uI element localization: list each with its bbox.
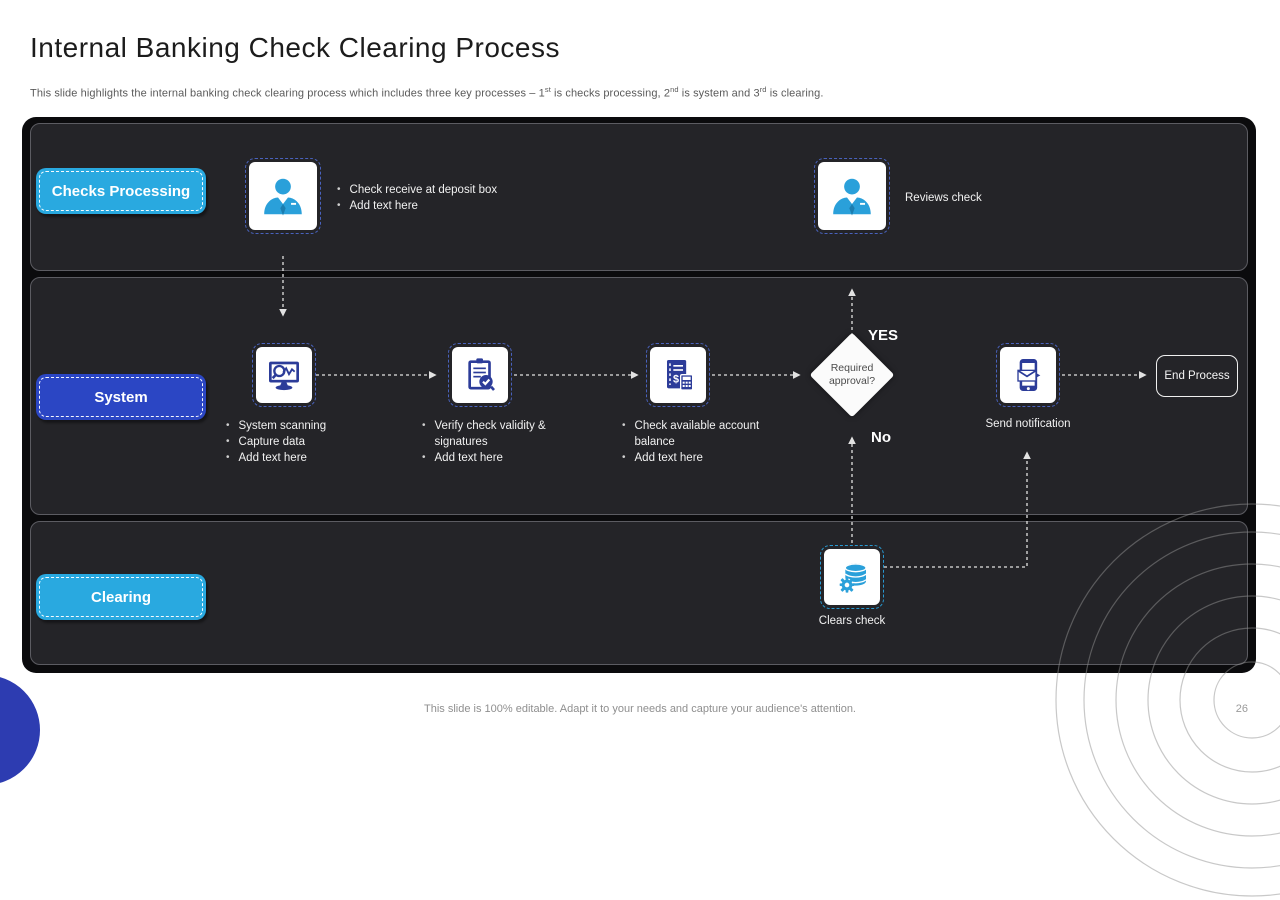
verify-node (448, 343, 512, 407)
bullet-item: Add text here (337, 198, 547, 214)
review-label: Reviews check (905, 192, 982, 204)
footer-note: This slide is 100% editable. Adapt it to… (424, 703, 856, 715)
bullet-item: Add text here (226, 450, 366, 466)
notification-label: Send notification (985, 418, 1071, 430)
ordinal-suffix: st (544, 85, 551, 94)
bullet-item: Verify check validity & signatures (422, 418, 577, 450)
lane-button-label: Clearing (90, 588, 151, 606)
ordinal-suffix: rd (759, 85, 767, 94)
subtitle-text: This slide highlights the internal banki… (30, 87, 545, 100)
bullet-item: Check available account balance (622, 418, 777, 450)
bullet-text: Add text here (634, 452, 703, 464)
clears-check-label: Clears check (818, 615, 886, 627)
decision-node: Required approval? (809, 332, 895, 418)
scanning-bullets: System scanning Capture data Add text he… (226, 418, 366, 466)
decision-label: Required approval? (828, 362, 876, 387)
bullet-text: Check available account balance (634, 420, 760, 448)
monitor-scan-icon (269, 361, 299, 391)
clipboard-check-icon (468, 358, 495, 391)
bullet-item: Add text here (622, 450, 777, 466)
verify-bullets: Verify check validity & signatures Add t… (422, 418, 577, 466)
deposit-bullets: Check receive at deposit box Add text he… (337, 182, 547, 214)
ledger-calculator-icon: $ (667, 360, 694, 391)
balance-node: $ (646, 343, 710, 407)
subtitle-text: is checks processing, 2 (550, 87, 671, 100)
bullet-text: Check receive at deposit box (349, 184, 498, 196)
businessman-icon (833, 178, 871, 216)
notification-node (996, 343, 1060, 407)
bullet-text: Verify check validity & signatures (434, 420, 546, 448)
subtitle-text: is system and 3 (678, 87, 760, 100)
subtitle-text: is clearing. (766, 87, 824, 100)
svg-text:$: $ (673, 374, 679, 386)
bullet-text: Add text here (349, 200, 418, 212)
bullet-text: Add text here (434, 452, 503, 464)
lane-button-clearing: Clearing (36, 574, 206, 620)
lane-button-label: System (94, 388, 148, 406)
lane-button-system: System (36, 374, 206, 420)
slide-subtitle: This slide highlights the internal banki… (30, 85, 824, 100)
bullet-item: Add text here (422, 450, 577, 466)
process-board (22, 117, 1256, 673)
blue-ring-decoration-top-right (1256, 0, 1280, 2)
phone-message-icon (1017, 359, 1041, 391)
lane-clearing (30, 521, 1248, 665)
review-node (814, 158, 890, 234)
bullet-item: Capture data (226, 434, 366, 450)
lane-checks-processing (30, 123, 1248, 271)
scanning-node (252, 343, 316, 407)
balance-bullets: Check available account balance Add text… (622, 418, 777, 466)
bullet-text: System scanning (238, 420, 327, 432)
bullet-item: Check receive at deposit box (337, 182, 547, 198)
decision-yes-label: YES (868, 327, 899, 344)
end-process-label: End Process (1164, 369, 1230, 382)
page-title: Internal Banking Check Clearing Process (30, 32, 560, 63)
clears-check-node (820, 545, 884, 609)
database-gears-icon (839, 563, 867, 593)
businessman-icon (264, 178, 302, 216)
deposit-node (245, 158, 321, 234)
bullet-text: Capture data (238, 436, 306, 448)
end-process-node: End Process (1156, 355, 1238, 397)
lane-system (30, 277, 1248, 515)
lane-button-checks-processing: Checks Processing (36, 168, 206, 214)
decision-no-label: No (871, 429, 891, 446)
blue-ring-decoration-bottom-left (0, 675, 40, 785)
bullet-text: Add text here (238, 452, 307, 464)
page-number: 26 (1235, 703, 1248, 715)
lane-button-label: Checks Processing (51, 182, 191, 200)
bullet-item: System scanning (226, 418, 366, 434)
ordinal-suffix: nd (670, 85, 679, 94)
